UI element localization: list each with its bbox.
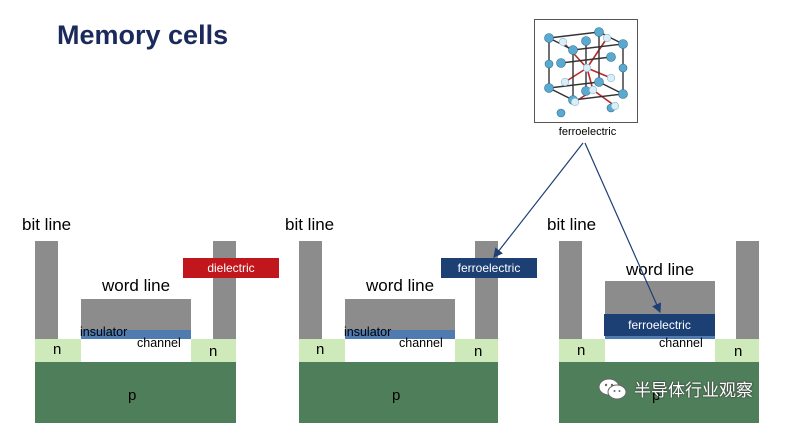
watermark-text: 半导体行业观察 <box>634 381 753 400</box>
bit-line-label: bit line <box>22 215 72 234</box>
p-label: p <box>652 387 661 404</box>
crystal-label: ferroelectric <box>558 126 617 138</box>
word-line-gate <box>345 299 455 330</box>
bit-line-contact <box>559 241 582 339</box>
bit-line-contact <box>35 241 58 339</box>
n-region-left <box>299 339 345 362</box>
n-label-left: n <box>577 342 586 359</box>
n-label-left: n <box>316 341 325 358</box>
arrow-to-gate <box>584 142 661 314</box>
p-substrate <box>559 362 759 423</box>
n-region-left <box>35 339 81 362</box>
source-contact <box>736 241 759 339</box>
insulator-label: insulator <box>80 325 128 339</box>
n-label-right: n <box>474 343 483 360</box>
channel-label: channel <box>659 336 703 350</box>
crystal-lattice-icon <box>544 27 628 118</box>
bit-line-contact <box>299 241 322 339</box>
ferroelectric-tag: ferroelectric <box>441 258 537 278</box>
bit-line-label: bit line <box>285 215 335 234</box>
p-substrate <box>299 362 498 423</box>
word-line-label: word line <box>102 276 171 295</box>
word-line-gate <box>81 299 191 330</box>
insulator-layer <box>345 330 455 339</box>
word-line-label: word line <box>366 276 435 295</box>
channel-label: channel <box>399 336 443 350</box>
crystal-structure-image <box>534 19 638 123</box>
page-title: Memory cells <box>57 20 229 50</box>
n-label-left: n <box>53 341 62 358</box>
n-region-right <box>455 339 498 362</box>
dielectric-tag: dielectric <box>183 258 279 278</box>
wechat-icon <box>598 377 628 401</box>
insulator-label: insulator <box>344 325 392 339</box>
ferroelectric-gate-layer: ferroelectric <box>604 314 715 336</box>
arrow-to-capacitor <box>493 142 584 258</box>
insulator-layer <box>81 330 191 339</box>
watermark: 半导体行业观察 <box>598 376 753 401</box>
n-region-left <box>559 339 605 362</box>
n-label-right: n <box>734 343 743 360</box>
p-label: p <box>128 387 137 404</box>
p-label: p <box>392 387 401 404</box>
channel-label: channel <box>137 336 181 350</box>
bit-line-label: bit line <box>547 215 597 234</box>
n-label-right: n <box>209 343 218 360</box>
n-region-right <box>715 339 759 362</box>
p-substrate <box>35 362 236 423</box>
n-region-right <box>191 339 236 362</box>
